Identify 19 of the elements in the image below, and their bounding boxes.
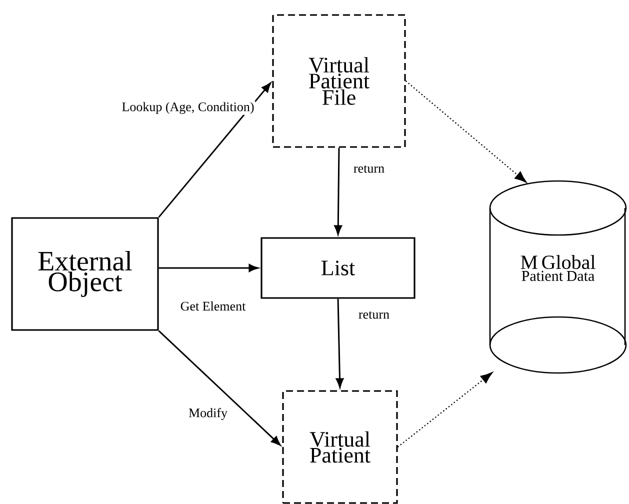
arrow bbox=[158, 330, 281, 446]
edge-label: return bbox=[357, 310, 391, 320]
arrow bbox=[397, 372, 493, 448]
arrow bbox=[336, 298, 344, 388]
database-cylinder: M Global Patient Data bbox=[489, 180, 627, 374]
edge-label: Get Element bbox=[179, 300, 247, 312]
process-box: External Object bbox=[11, 217, 159, 331]
dashed-box: Virtual Patient bbox=[282, 390, 398, 504]
edge-label: return bbox=[352, 164, 386, 174]
edge-label: Lookup (Age, Condition) bbox=[120, 101, 256, 115]
node-label: M Global bbox=[520, 254, 596, 270]
edge-label: Modify bbox=[188, 407, 228, 421]
arrow bbox=[405, 80, 527, 183]
arrow bbox=[158, 82, 271, 218]
process-box: List bbox=[260, 237, 416, 299]
node-label: Patient Data bbox=[522, 270, 594, 282]
arrow bbox=[334, 148, 342, 235]
dashed-box: Virtual Patient File bbox=[272, 14, 406, 148]
arrow bbox=[158, 264, 258, 272]
